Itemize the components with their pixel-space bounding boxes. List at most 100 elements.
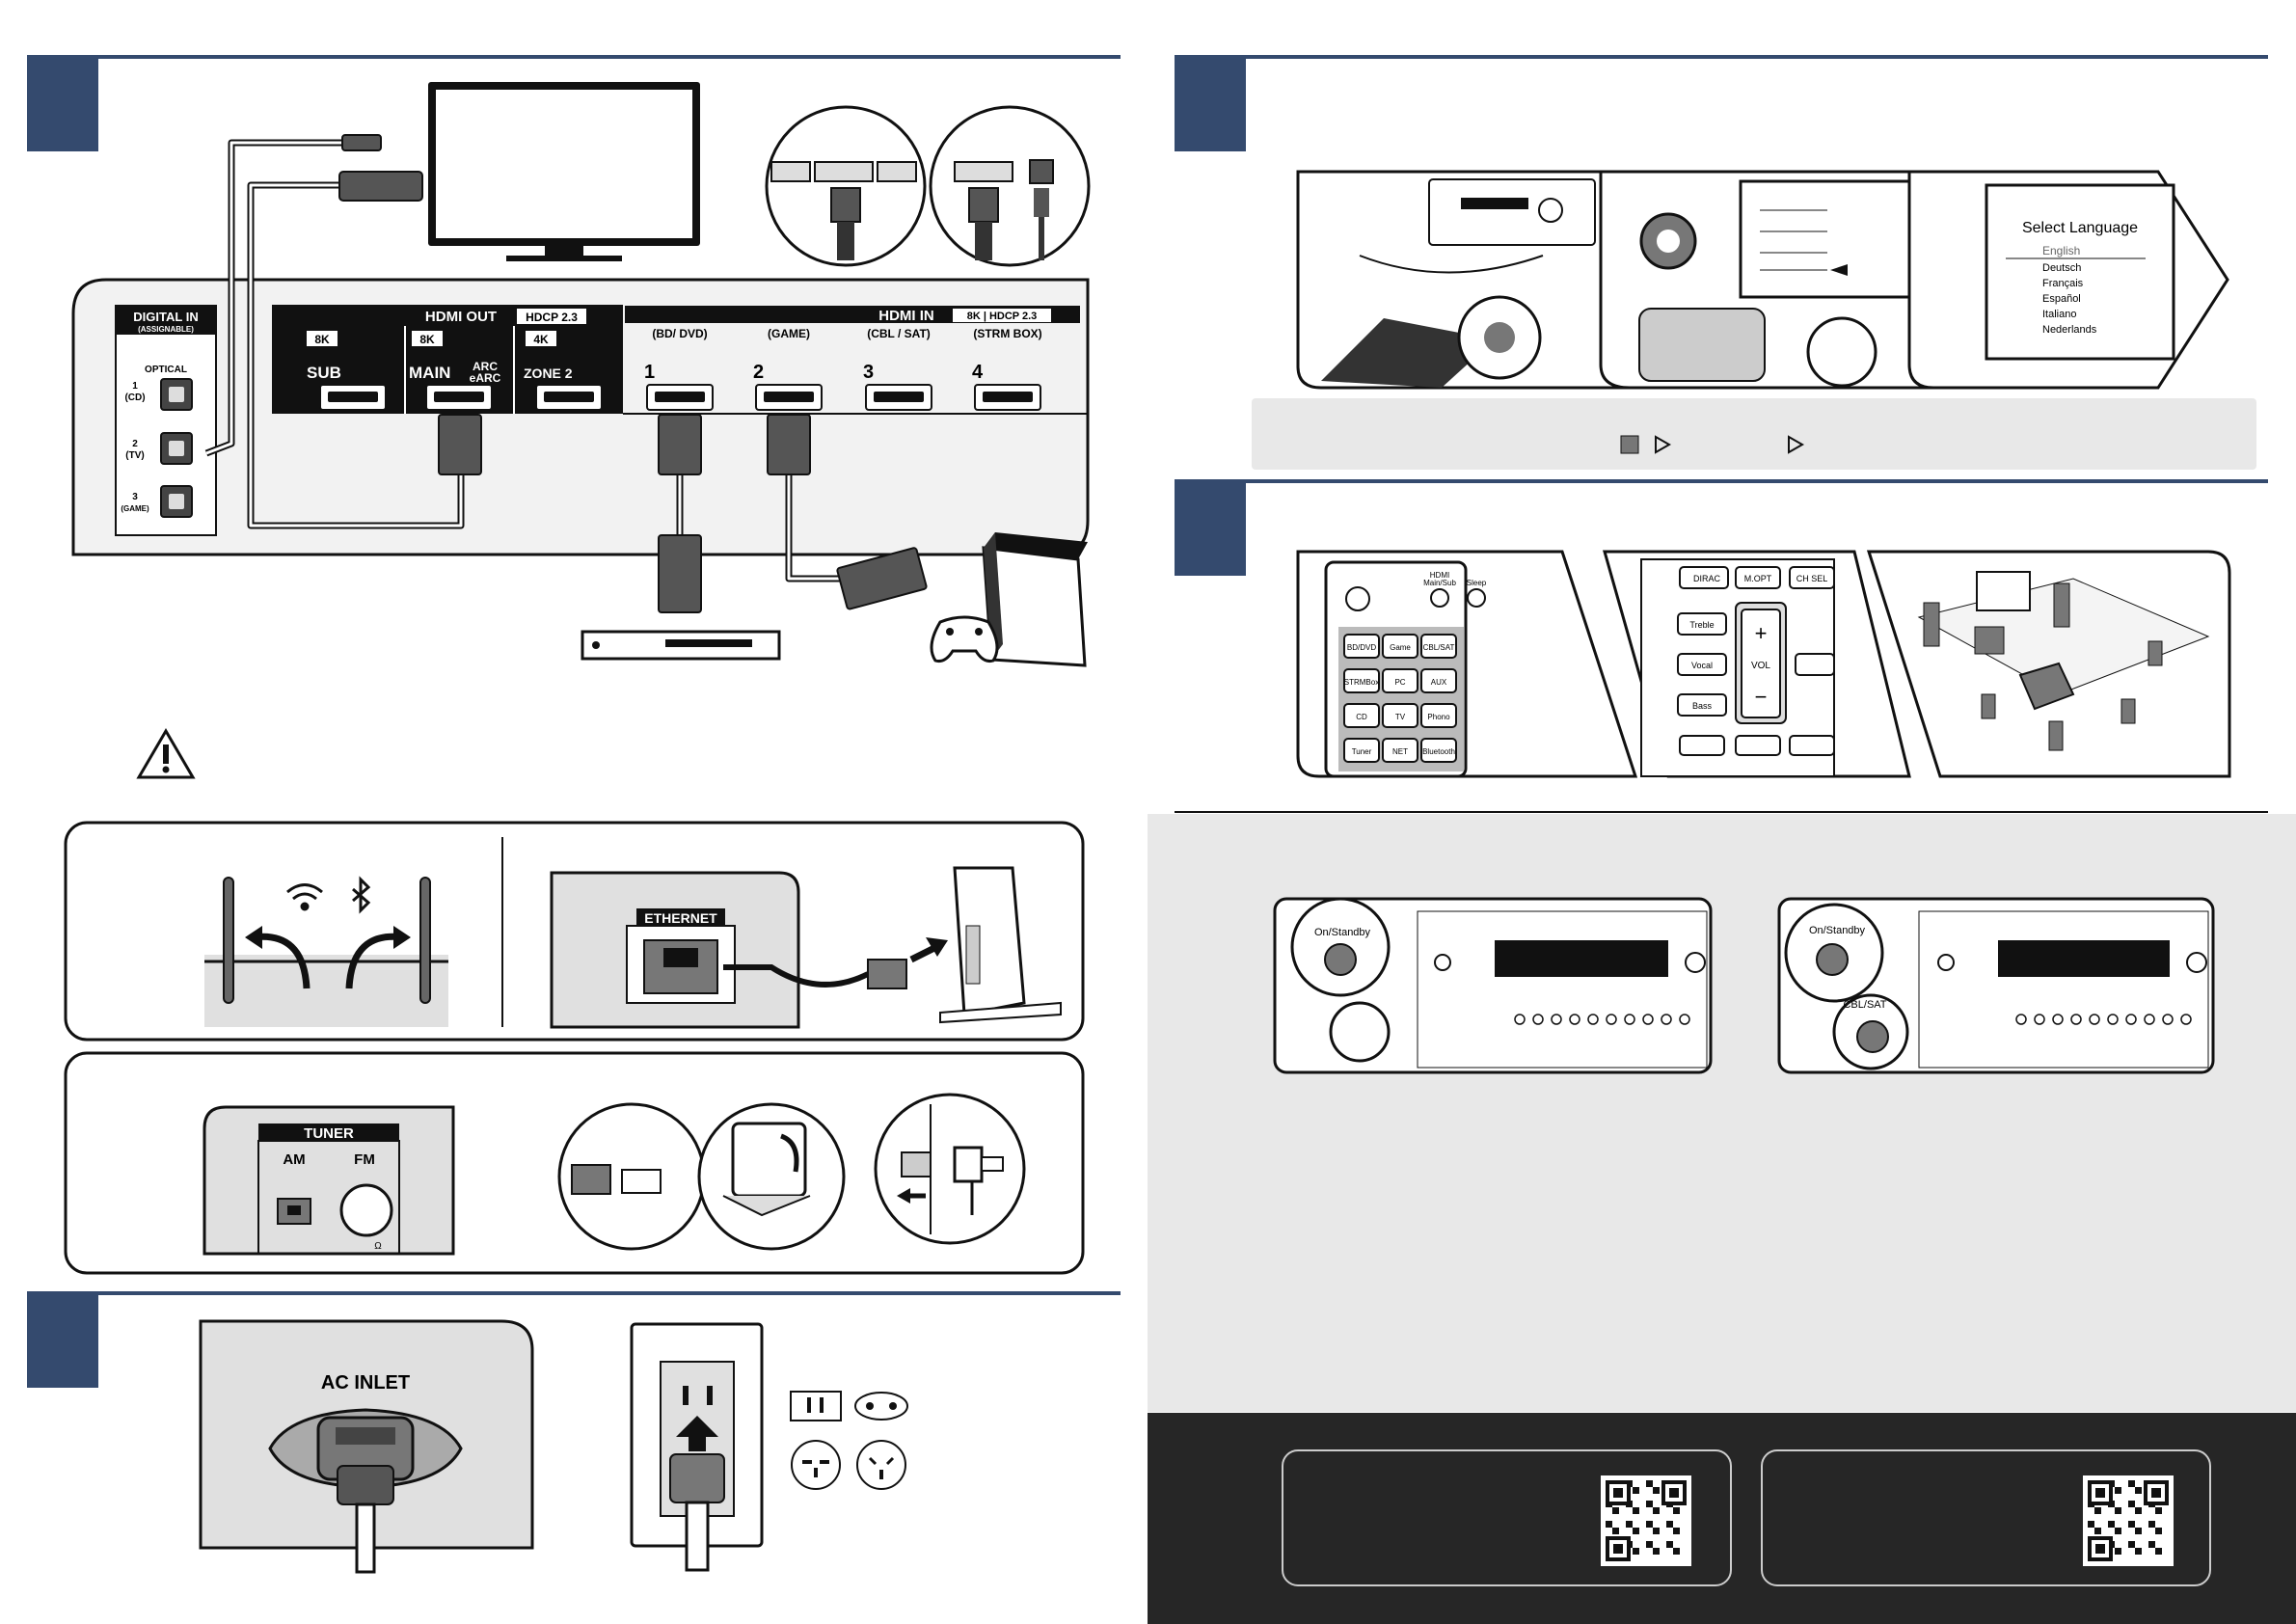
surround-room-panel <box>1866 550 2231 778</box>
front-input-button[interactable] <box>1679 1014 1690 1025</box>
qr-module <box>2135 1548 2142 1555</box>
qr-code-1[interactable] <box>1601 1475 1691 1566</box>
front-input-button[interactable] <box>1532 1014 1544 1025</box>
qr-module <box>2148 1541 2155 1548</box>
front-input-button[interactable] <box>2180 1014 2192 1025</box>
qr-module <box>1653 1548 1660 1555</box>
front-input-button[interactable] <box>2125 1014 2137 1025</box>
qr-module <box>1612 1507 1619 1514</box>
hdmi-out-sub-port <box>319 384 387 411</box>
front-input-button[interactable] <box>2015 1014 2027 1025</box>
qr-module <box>1673 1548 1680 1555</box>
language-deutsch[interactable]: Deutsch <box>2042 262 2081 274</box>
section-rule-3 <box>1175 55 2268 59</box>
remote-input-label: Game <box>1390 643 1411 652</box>
tuner-am-label: AM <box>283 1151 305 1168</box>
front-input-button[interactable] <box>1661 1014 1672 1025</box>
language-nederlands[interactable]: Nederlands <box>2042 324 2097 336</box>
ethernet-label: ETHERNET <box>644 910 717 926</box>
step-marker-3 <box>1175 55 1246 151</box>
front-input-button[interactable] <box>1624 1014 1635 1025</box>
remote-input-label: Tuner <box>1352 747 1372 756</box>
qr-module <box>1633 1507 1639 1514</box>
remote-input-button[interactable] <box>1382 738 1418 763</box>
remote-input-button[interactable] <box>1420 738 1457 763</box>
remote-mute-button[interactable] <box>1795 653 1835 676</box>
hdmi-in-2-port <box>755 384 823 411</box>
qr-module <box>2135 1507 2142 1514</box>
remote-dirac-label[interactable]: DIRAC <box>1693 574 1721 583</box>
qr-module <box>2115 1528 2121 1534</box>
qr-module <box>2128 1501 2135 1507</box>
language-italiano[interactable]: Italiano <box>2042 309 2076 320</box>
front-input-button[interactable] <box>1569 1014 1580 1025</box>
remote-input-label: TV <box>1395 713 1406 721</box>
remote-input-button[interactable] <box>1343 668 1380 693</box>
front-input-button[interactable] <box>1587 1014 1599 1025</box>
bluetooth-icon <box>352 876 371 914</box>
front-input-button[interactable] <box>2107 1014 2119 1025</box>
remote-input-button[interactable] <box>1382 634 1418 659</box>
qr-module <box>1633 1487 1639 1494</box>
hdmi-in-spec: 8K | HDCP 2.3 <box>967 311 1038 322</box>
remote-treble-label[interactable]: Treble <box>1689 620 1714 630</box>
language-francais[interactable]: Français <box>2042 278 2084 289</box>
front-panel-power: On/Standby <box>1273 897 1713 1074</box>
section-rule-2 <box>27 1291 1121 1295</box>
remote-input-button[interactable] <box>1420 703 1457 728</box>
language-espanol[interactable]: Español <box>2042 293 2081 305</box>
front-input-button[interactable] <box>1642 1014 1654 1025</box>
qr-module <box>1606 1521 1612 1528</box>
remote-vocal-label[interactable]: Vocal <box>1691 661 1713 670</box>
hdmi-out-main-name: MAIN <box>409 364 450 382</box>
remote-bass-label[interactable]: Bass <box>1692 701 1713 711</box>
remote-input-button[interactable] <box>1343 703 1380 728</box>
cable-plugs <box>338 134 928 613</box>
remote-vol-label: VOL <box>1751 661 1770 671</box>
hdmi-in-1-num: 1 <box>644 362 655 383</box>
wall-outlet-detail <box>630 1322 764 1572</box>
remote-input-label: Phono <box>1427 713 1450 721</box>
front-input-button[interactable] <box>2034 1014 2045 1025</box>
hdmi-in-4-num: 4 <box>972 362 984 383</box>
remote-vol-minus[interactable]: − <box>1755 685 1768 709</box>
qr-module <box>2115 1548 2121 1555</box>
front-input-button[interactable] <box>1514 1014 1526 1025</box>
hdmi-in-block: HDMI IN 8K | HDCP 2.3 (BD/ DVD) (GAME) (… <box>623 306 1088 415</box>
front-on-standby-label-2: On/Standby <box>1809 925 1866 936</box>
next-arrow-icon <box>1655 435 1672 454</box>
remote-input-button[interactable] <box>1420 634 1457 659</box>
front-input-button[interactable] <box>2052 1014 2064 1025</box>
qr-module <box>1646 1480 1653 1487</box>
hdmi-out-sub-res: 8K <box>314 333 330 346</box>
remote-input-button[interactable] <box>1382 703 1418 728</box>
front-input-button[interactable] <box>2070 1014 2082 1025</box>
qr-module <box>1653 1487 1660 1494</box>
front-input-button[interactable] <box>2162 1014 2174 1025</box>
qr-module <box>2135 1487 2142 1494</box>
remote-vol-plus[interactable]: + <box>1755 621 1768 645</box>
tuner-detail: TUNER AM FM Ω <box>203 1105 455 1256</box>
next-arrow-icon-2 <box>1788 435 1805 454</box>
qr-code-2[interactable] <box>2083 1475 2174 1566</box>
language-english[interactable]: English <box>2042 244 2080 257</box>
remote-mopt-label[interactable]: M.OPT <box>1744 574 1772 583</box>
optical-2-name: (TV) <box>125 450 144 461</box>
remote-input-button[interactable] <box>1343 738 1380 763</box>
bluray-player-illustration <box>581 630 781 661</box>
support-card-1 <box>1282 1449 1732 1586</box>
remote-input-button[interactable] <box>1382 668 1418 693</box>
front-input-button[interactable] <box>2144 1014 2155 1025</box>
section-rule-4 <box>1175 479 2268 483</box>
remote-input-button[interactable] <box>1420 668 1457 693</box>
qr-module <box>1633 1528 1639 1534</box>
remote-chsel-label[interactable]: CH SEL <box>1796 574 1828 583</box>
front-input-button[interactable] <box>2089 1014 2100 1025</box>
front-input-button[interactable] <box>1551 1014 1562 1025</box>
digital-in-sub: (ASSIGNABLE) <box>138 325 194 334</box>
remote-volume-panel: DIRAC M.OPT CH SEL Treble Vocal Bass + V… <box>1603 550 1911 778</box>
remote-input-button[interactable] <box>1343 634 1380 659</box>
fm-antenna-detail <box>874 1093 1026 1245</box>
qr-module <box>1646 1541 1653 1548</box>
front-input-button[interactable] <box>1606 1014 1617 1025</box>
